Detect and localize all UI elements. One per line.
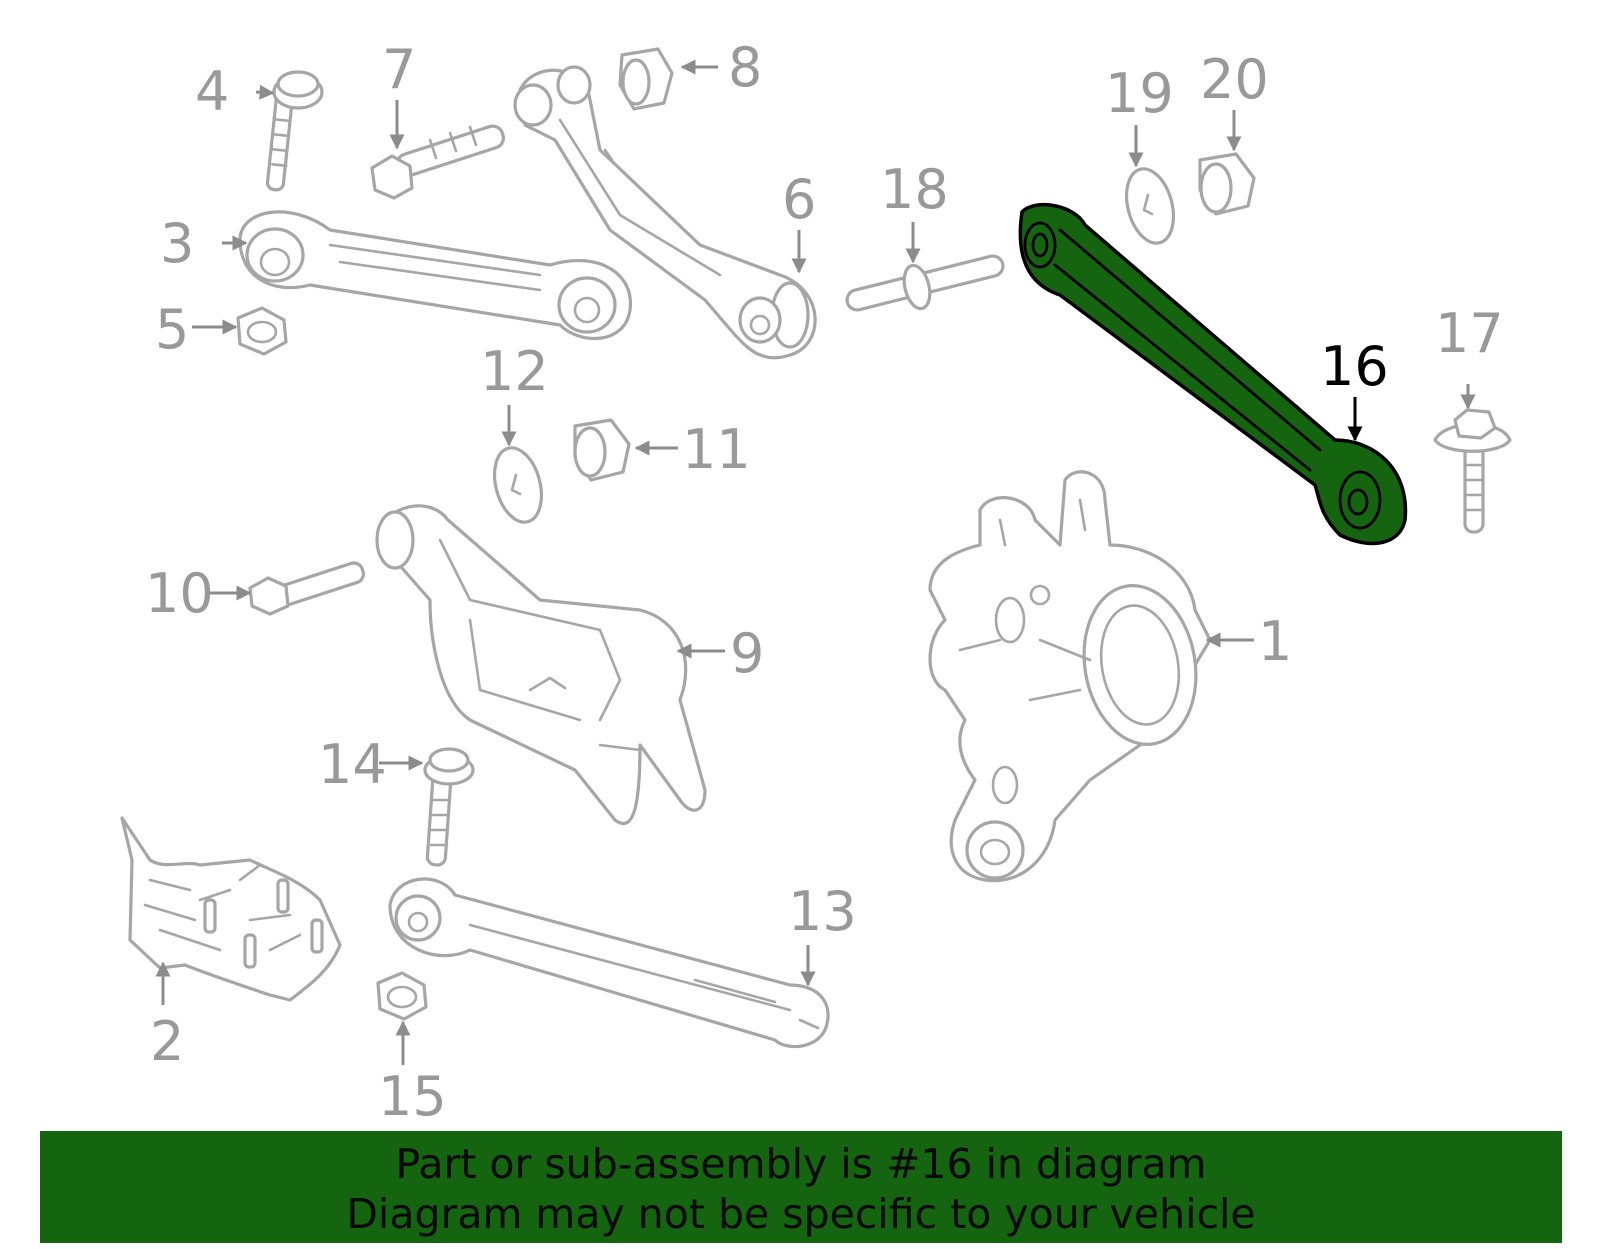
callout-3: 3 (160, 212, 194, 275)
part-18-pin (845, 254, 1005, 312)
part-10-bolt (248, 561, 366, 616)
part-4-bolt (265, 70, 324, 192)
callout-11: 11 (682, 418, 751, 481)
callout-4: 4 (195, 60, 229, 123)
callout-7: 7 (382, 38, 416, 101)
callout-20: 20 (1200, 48, 1269, 111)
callout-1: 1 (1258, 610, 1292, 673)
part-6-control-arm (513, 65, 817, 360)
callout-10: 10 (145, 562, 214, 625)
callout-9: 9 (730, 622, 764, 685)
part-7-bolt (370, 124, 506, 200)
part-11-nut (573, 418, 631, 482)
info-banner: Part or sub-assembly is #16 in diagram D… (40, 1131, 1562, 1243)
parts-diagram: 4 7 8 3 5 6 18 19 20 16 17 12 11 10 9 1 … (120, 36, 1512, 1120)
part-2-heat-shield (120, 816, 342, 1002)
banner-line-1: Part or sub-assembly is #16 in diagram (395, 1140, 1207, 1188)
part-15-nut (376, 971, 428, 1021)
part-16-highlighted-arm (1018, 203, 1408, 546)
banner-line-2: Diagram may not be specific to your vehi… (346, 1190, 1256, 1238)
callout-15: 15 (378, 1065, 447, 1120)
part-17-bolt (1433, 408, 1512, 534)
part-1-knuckle (928, 470, 1212, 883)
part-20-nut (1198, 152, 1256, 216)
callout-14: 14 (318, 733, 387, 796)
callout-2: 2 (150, 1010, 184, 1073)
callout-arrows (155, 59, 1476, 1065)
part-5-nut (236, 306, 288, 356)
part-8-nut (618, 47, 674, 111)
callout-5: 5 (155, 298, 189, 361)
callout-19: 19 (1105, 62, 1174, 125)
callout-18: 18 (880, 158, 949, 221)
part-3-control-arm (238, 210, 633, 341)
callout-16: 16 (1320, 335, 1389, 398)
callout-17: 17 (1435, 302, 1504, 365)
callout-12: 12 (480, 340, 549, 403)
part-14-bolt (423, 747, 475, 867)
part-9-trailing-arm (375, 504, 707, 825)
part-12-washer (492, 446, 544, 524)
callout-6: 6 (782, 168, 816, 231)
callout-13: 13 (788, 880, 857, 943)
part-13-lower-arm (388, 877, 830, 1049)
callout-8: 8 (728, 36, 762, 99)
part-19-washer (1124, 167, 1176, 245)
